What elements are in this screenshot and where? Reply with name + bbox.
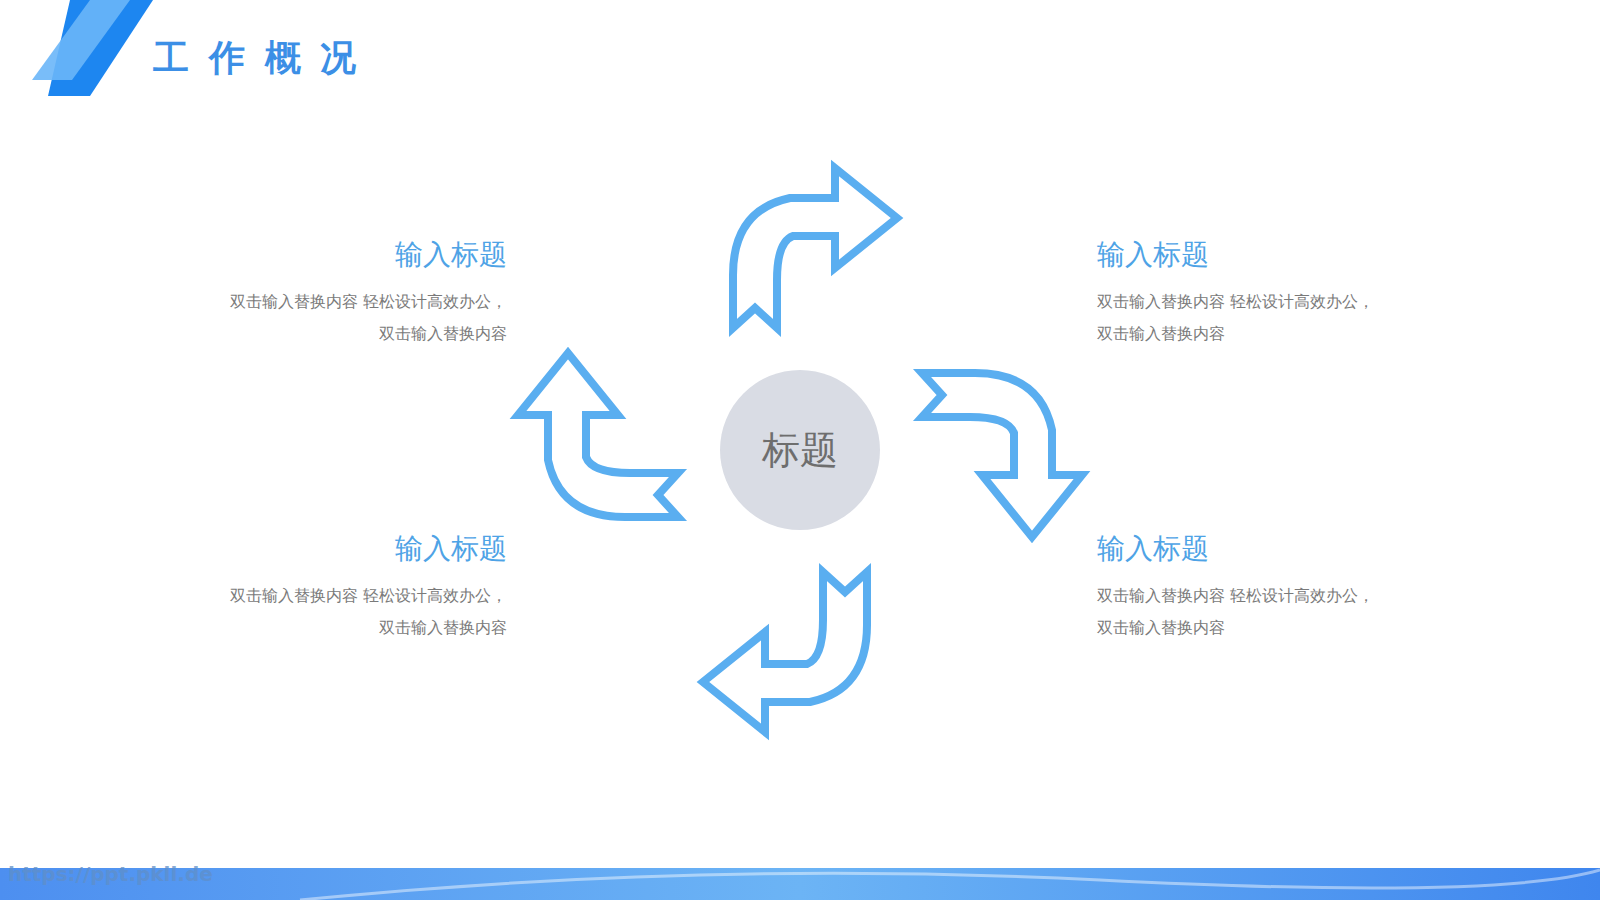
footer-band — [0, 868, 1600, 900]
watermark: https://ppt.pkll.de — [8, 862, 213, 886]
cycle-arrow — [922, 373, 1082, 537]
footer-wave — [300, 870, 1600, 900]
cycle-arrow — [703, 572, 867, 732]
cycle-arrow — [518, 353, 678, 517]
header-accent — [32, 0, 130, 80]
center-circle — [720, 370, 880, 530]
item-body: 双击输入替换内容 轻松设计高效办公， 双击输入替换内容 — [215, 286, 507, 350]
item-heading: 输入标题 — [1097, 238, 1209, 272]
item-body: 双击输入替换内容 轻松设计高效办公， 双击输入替换内容 — [1097, 580, 1389, 644]
item-heading: 输入标题 — [395, 532, 507, 566]
item-heading: 输入标题 — [1097, 532, 1209, 566]
slide-title: 工作概况 — [153, 34, 376, 83]
item-heading: 输入标题 — [395, 238, 507, 272]
cycle-arrow — [733, 168, 897, 328]
node-title: 标题 — [762, 425, 838, 476]
center-circle-node: 标题 — [720, 370, 880, 530]
item-body: 双击输入替换内容 轻松设计高效办公， 双击输入替换内容 — [1097, 286, 1389, 350]
item-body: 双击输入替换内容 轻松设计高效办公， 双击输入替换内容 — [215, 580, 507, 644]
